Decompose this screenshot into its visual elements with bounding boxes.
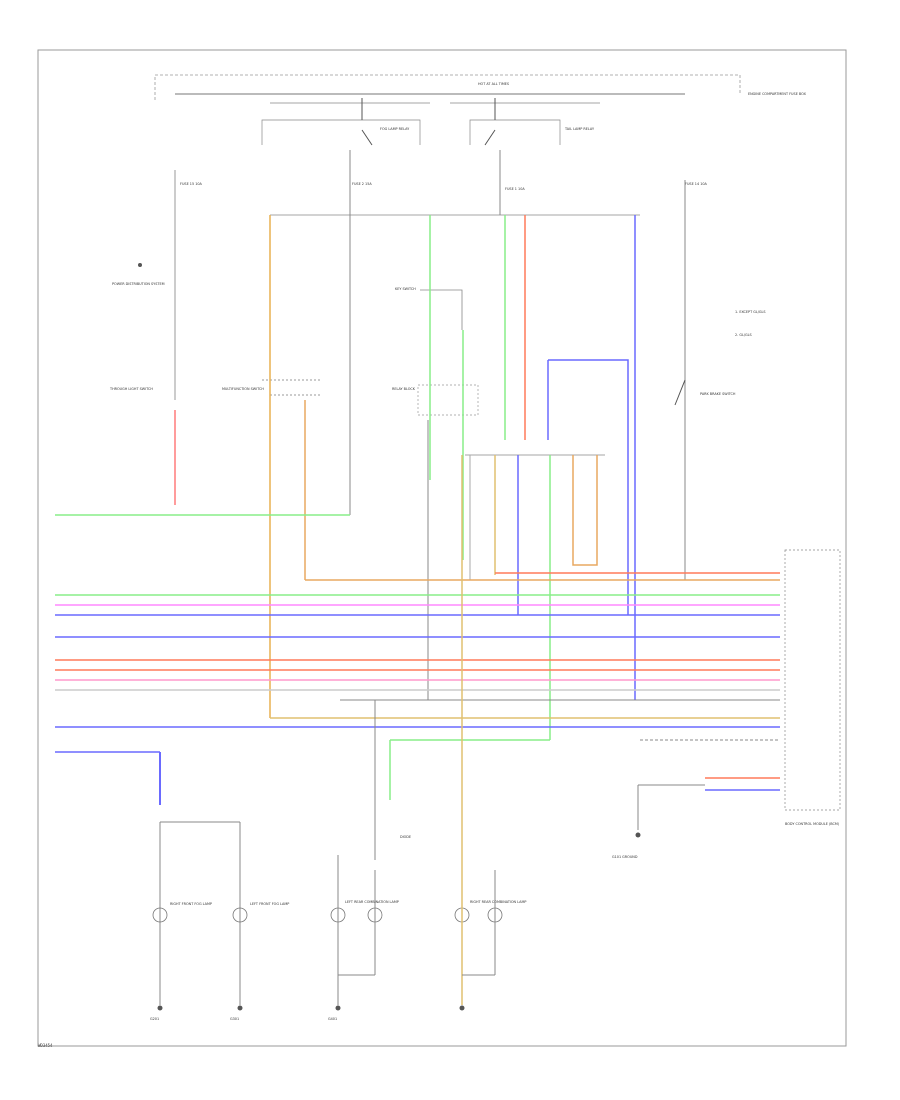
ground-1-label: G101 GROUND [612,855,638,859]
legend-item-2: 2. GL/GLS [735,333,752,337]
ground-1-node [635,832,641,838]
relay-block-box [417,384,479,416]
wire-blue-path [548,359,629,615]
fuse-box-outline [154,74,741,100]
wire-orange-loop [572,455,598,566]
relay-2-label: TAIL LAMP RELAY [564,127,595,131]
switch-1-label: THROUGH LIGHT SWITCH [109,387,153,391]
lamp-4-label: RIGHT REAR COMBINATION LAMP [470,900,526,904]
relay-1-frame [261,119,421,145]
switch-2-label: MULTIFUNCTION SWITCH [222,387,264,391]
fuse-block-name: HOT AT ALL TIMES [478,82,509,86]
fuse-4-label: FUSE 14 10A [685,182,708,186]
diode-label: DIODE [400,835,411,839]
relay-1-label: FOG LAMP RELAY [380,127,410,131]
fuse-1-label: FUSE 15 10A [180,182,203,186]
switch-3-contact [674,379,686,406]
fuse-box-label: ENGINE COMPARTMENT FUSE BOX [748,92,807,96]
power-dist-node [138,263,142,267]
relay-3-label: RELAY BLOCK [392,387,416,391]
bulb-2 [232,907,248,923]
ground-3-node [237,1005,243,1011]
relay-2-switch [484,98,496,146]
bulb-1 [152,907,168,923]
ground-2-node [157,1005,163,1011]
bcm-outline [784,549,841,811]
diagram-code: WD3454 [38,1043,53,1048]
ground-2-label: G201 [150,1017,159,1021]
ground-4-label: G401 [328,1017,337,1021]
lamp-2-label: LEFT FRONT FOG LAMP [250,902,289,906]
diagram-frame [37,49,847,1047]
ground-3-label: G301 [230,1017,239,1021]
lamp-1-label: RIGHT FRONT FOG LAMP [170,902,212,906]
bcm-label: BODY CONTROL MODULE (BCM) [785,822,840,826]
switch-3-label: PARK BRAKE SWITCH [700,392,736,396]
switch-2-contact [262,379,320,396]
fuse-2-label: FUSE 2 15A [352,182,372,186]
relay-1-switch [361,98,373,146]
lamp-3-label: LEFT REAR COMBINATION LAMP [345,900,399,904]
power-dist-label: POWER DISTRIBUTION SYSTEM [112,282,165,286]
relay-block-frame [420,289,463,330]
ground-4-node [335,1005,341,1011]
fuse-3-label: FUSE 1 10A [505,187,525,191]
ground-5-node [459,1005,465,1011]
key-switch-label: KEY SWITCH [395,287,416,291]
legend-item-1: 1. EXCEPT GL/GLS [735,310,766,314]
relay-2-frame [469,119,561,145]
